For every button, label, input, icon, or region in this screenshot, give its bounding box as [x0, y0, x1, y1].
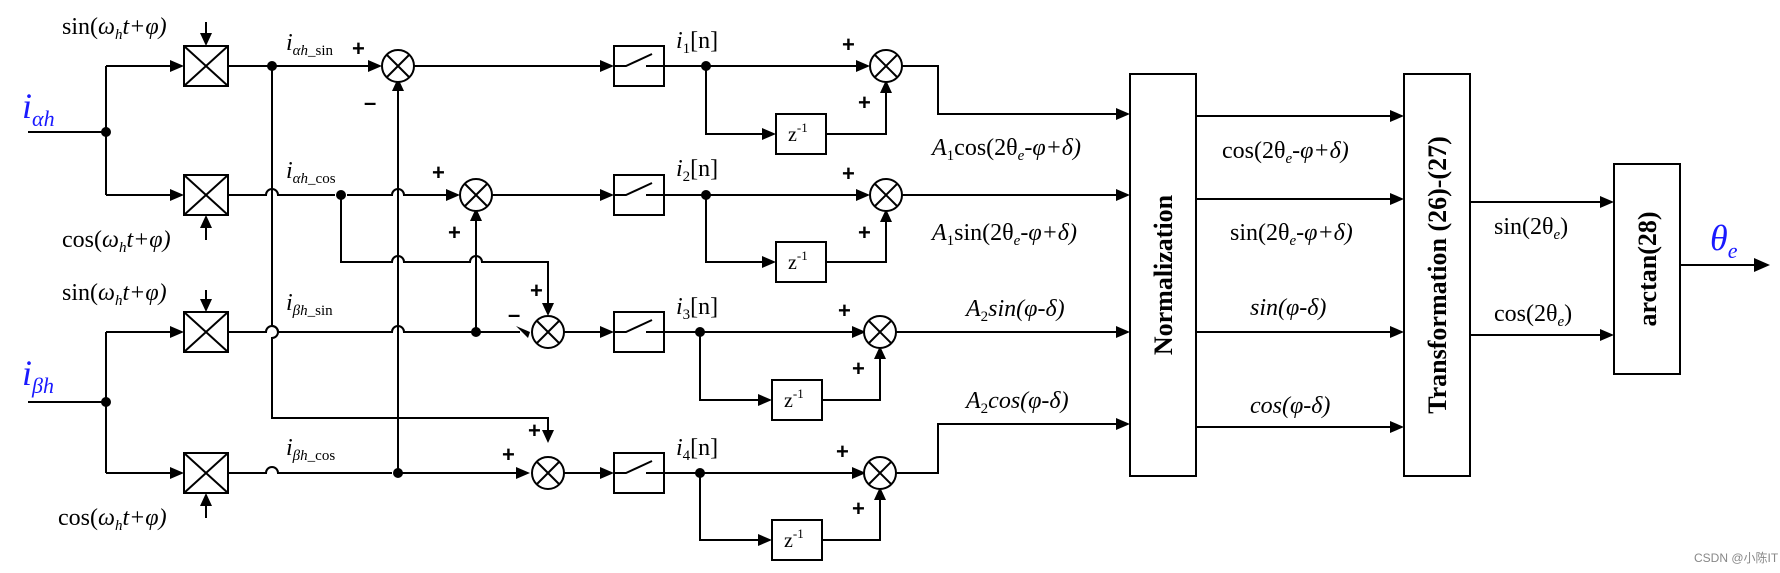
svg-text:z-1: z-1	[784, 526, 804, 552]
watermark: CSDN @小陈IT	[1694, 550, 1779, 565]
normalization-label: Normalization	[1149, 194, 1178, 355]
label-i3-n: i3[n]	[676, 294, 718, 323]
label-a1-sin: A1sin(2θe-φ+δ)	[930, 220, 1077, 249]
sign-sum2-plus-bottom: +	[448, 220, 461, 245]
sign-sum8-plus-bottom: +	[852, 496, 865, 521]
output-theta-e: θe	[1710, 218, 1738, 263]
sign-sum7-plus-bottom: +	[852, 356, 865, 381]
multiplier-alpha-cos	[183, 174, 229, 216]
arctan-label: arctan(28)	[1633, 211, 1662, 326]
sign-sum3-plus: +	[530, 278, 543, 303]
label-norm-sin-phi: sin(φ-δ)	[1250, 295, 1326, 321]
output-wire	[1680, 258, 1770, 272]
sign-sum5-plus-bottom: +	[858, 90, 871, 115]
delay-block-4: z-1	[771, 519, 823, 561]
transformation-label: Transformation (26)-(27)	[1423, 136, 1452, 414]
norm-input-wires	[896, 65, 1130, 474]
sum-junction-5	[869, 49, 903, 83]
label-i1-n: i1[n]	[676, 28, 718, 57]
multiplier-alpha-sin	[183, 45, 229, 87]
sign-sum7-plus-top: +	[838, 298, 851, 323]
delay-stage-wires	[664, 60, 892, 546]
svg-text:z-1: z-1	[788, 120, 808, 146]
svg-text:z-1: z-1	[788, 248, 808, 274]
label-a1-cos: A1cos(2θe-φ+δ)	[930, 135, 1081, 164]
sign-sum6-plus-bottom: +	[858, 220, 871, 245]
sampler-4	[613, 452, 665, 494]
delay-block-3: z-1	[771, 379, 823, 421]
label-i-alpha-cos: iαh_cos	[286, 158, 336, 187]
sign-sum1-minus: –	[364, 90, 376, 115]
carrier-arrows	[200, 22, 212, 518]
sign-sum3-minus: –	[508, 302, 520, 327]
normalization-block: Normalization	[1129, 73, 1197, 477]
sign-sum1-plus: +	[352, 36, 365, 61]
sign-sum2-plus-left: +	[432, 160, 445, 185]
sum-junction-3	[531, 315, 565, 349]
sign-sum6-plus-top: +	[842, 161, 855, 186]
transformation-block: Transformation (26)-(27)	[1403, 73, 1471, 477]
sum-junction-6	[869, 178, 903, 212]
label-a2-sin: A2sin(φ-δ)	[964, 296, 1065, 325]
label-i-beta-sin: iβh_sin	[286, 290, 333, 319]
sum-junction-1	[381, 49, 415, 83]
sum-junction-8	[863, 456, 897, 490]
svg-text:z-1: z-1	[784, 386, 804, 412]
sum-junction-7	[863, 315, 897, 349]
sign-sum4-plus-top: +	[528, 418, 541, 443]
carrier-cos-top: cos(ωht+φ)	[62, 227, 171, 256]
cross-coupling-wires	[228, 60, 554, 479]
sign-sum8-plus-top: +	[836, 439, 849, 464]
input-i-beta-h: iβh	[22, 353, 54, 398]
sign-sum5-plus-top: +	[842, 32, 855, 57]
arctan-block: arctan(28)	[1613, 163, 1681, 375]
label-a2-cos: A2cos(φ-δ)	[964, 388, 1069, 417]
multiplier-beta-sin	[183, 311, 229, 353]
label-i-alpha-sin: iαh_sin	[286, 30, 334, 59]
multiplier-beta-cos	[183, 452, 229, 494]
label-sin-2theta: sin(2θe)	[1494, 214, 1568, 243]
label-norm-sin: sin(2θe-φ+δ)	[1230, 220, 1353, 249]
sampler-1	[613, 45, 665, 87]
delay-block-1: z-1	[775, 113, 827, 155]
delay-block-2: z-1	[775, 241, 827, 283]
label-i4-n: i4[n]	[676, 435, 718, 464]
carrier-sin-top: sin(ωht+φ)	[62, 14, 167, 43]
sampler-3	[613, 311, 665, 353]
sum-junction-2	[459, 178, 493, 212]
label-cos-2theta: cos(2θe)	[1494, 301, 1572, 330]
sampler-2	[613, 174, 665, 216]
label-norm-cos-phi: cos(φ-δ)	[1250, 393, 1330, 419]
sign-sum4-plus-left: +	[502, 442, 515, 467]
label-i-beta-cos: iβh_cos	[286, 435, 335, 464]
carrier-sin-bottom: sin(ωht+φ)	[62, 280, 167, 309]
norm-output-wires	[1196, 110, 1404, 433]
carrier-cos-bottom: cos(ωht+φ)	[58, 505, 167, 534]
label-i2-n: i2[n]	[676, 156, 718, 185]
sum-junction-4	[531, 456, 565, 490]
input-i-alpha-h: iαh	[22, 86, 55, 131]
sampler-wires	[414, 60, 614, 479]
transform-output-wires	[1470, 196, 1614, 341]
label-norm-cos: cos(2θe-φ+δ)	[1222, 138, 1349, 167]
input-wires	[28, 60, 184, 479]
